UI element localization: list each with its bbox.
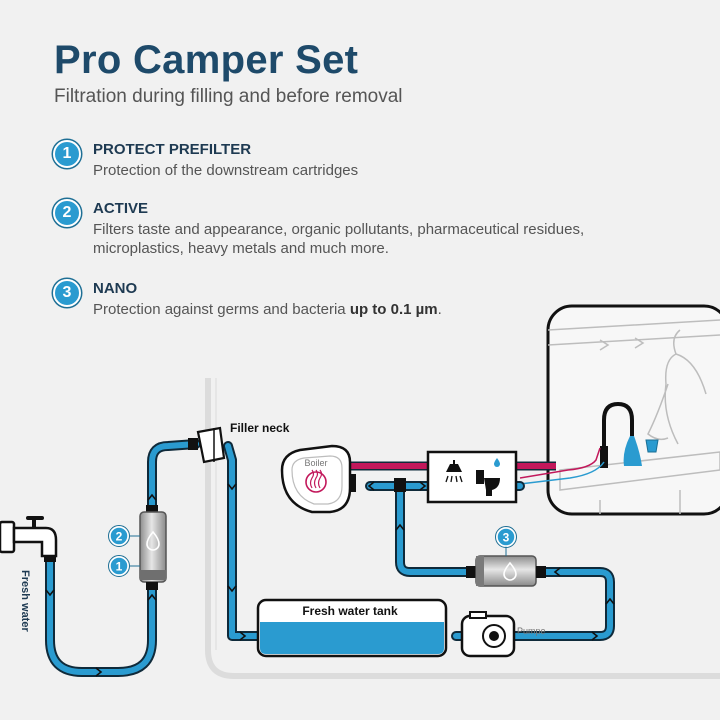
nano-filter — [466, 555, 546, 587]
badge-2: 2 — [108, 525, 130, 547]
water-tap — [0, 516, 58, 562]
water-stream — [623, 436, 642, 466]
flow-arrow — [591, 631, 599, 641]
kitchen-frame — [546, 304, 720, 516]
tank-label: Fresh water tank — [302, 604, 398, 618]
tap-spout — [12, 526, 58, 558]
badge-1: 1 — [108, 555, 130, 577]
flow-arrow — [239, 631, 247, 641]
hose-coupling — [44, 556, 56, 562]
person-silhouette — [647, 329, 707, 445]
hot-water-line-thin — [519, 447, 601, 479]
svg-text:1: 1 — [116, 560, 123, 574]
pump-icon — [460, 611, 516, 658]
step-1-title: PROTECT PREFILTER — [93, 141, 252, 158]
faucet-icon — [602, 401, 634, 460]
kitchen-cabinet-doors — [599, 490, 681, 514]
svg-text:3: 3 — [503, 531, 510, 545]
flow-arrow — [45, 589, 55, 597]
svg-text:2: 2 — [116, 530, 123, 544]
step-2-number-badge: 2 — [53, 199, 81, 227]
flow-arrows — [45, 481, 615, 677]
flow-arrow — [395, 523, 405, 531]
flow-arrow — [147, 493, 157, 501]
shower-icon — [445, 460, 463, 483]
step-3-description-highlight: up to 0.1 µm — [349, 301, 438, 318]
toilet-icon — [476, 470, 500, 496]
boiler-label: Boiler — [304, 458, 327, 468]
kitchen-illustration — [519, 304, 720, 516]
drop-logo-icon — [503, 561, 517, 581]
camper-outline — [205, 378, 720, 679]
step-3-description: Protection against germs and bacteria up… — [93, 300, 633, 319]
filler-neck-label: Filler neck — [230, 421, 290, 435]
water-drop-icon — [494, 458, 500, 467]
fresh-water-label: Fresh water — [19, 570, 31, 632]
flow-arrow — [227, 585, 237, 593]
step-2-title: ACTIVE — [93, 200, 149, 217]
tap-valve — [32, 518, 36, 528]
wall-mount — [0, 520, 16, 554]
page-subtitle: Filtration during filling and before rem… — [54, 86, 403, 107]
step-3-description-end: . — [437, 301, 442, 318]
flow-arrow — [95, 667, 103, 677]
step-3-description-text: Protection against germs and bacteria — [93, 301, 350, 318]
flow-arrow — [367, 481, 375, 491]
pump-label: Pumpe — [517, 626, 546, 636]
kitchen-lights — [599, 337, 645, 351]
pipe-tee — [394, 478, 406, 492]
page-title: Pro Camper Set — [54, 38, 359, 82]
flow-arrow — [553, 567, 561, 577]
flow-arrow — [147, 593, 157, 601]
boiler-icon — [280, 444, 356, 514]
flow-arrow — [605, 597, 615, 605]
inlet-filter — [139, 505, 167, 590]
bathroom-fixtures-box — [426, 450, 518, 504]
fresh-water-tank — [256, 598, 448, 658]
heat-waves-icon — [309, 469, 323, 489]
kitchen-counter — [559, 451, 720, 491]
step-1-number-badge: 1 — [53, 140, 81, 168]
step-1-description: Protection of the downstream cartridges — [93, 162, 359, 179]
drop-logo-icon — [146, 530, 160, 551]
glass-icon — [645, 439, 659, 453]
step-3-number-badge: 3 — [53, 279, 81, 307]
filler-neck-icon — [188, 426, 226, 464]
filter-cartridge-horizontal — [475, 555, 537, 587]
flow-arrow — [419, 481, 427, 491]
cold-water-line-thin — [519, 461, 605, 485]
tap-handle — [26, 516, 44, 520]
step-3-title: NANO — [93, 280, 138, 297]
badge-3: 3 — [495, 526, 517, 548]
faucet-handle — [600, 446, 608, 468]
kitchen-cabinet-lines — [548, 319, 720, 346]
tank-water-level — [260, 622, 444, 654]
flow-arrow — [227, 483, 237, 491]
step-2-description: Filters taste and appearance, organic po… — [93, 221, 585, 257]
